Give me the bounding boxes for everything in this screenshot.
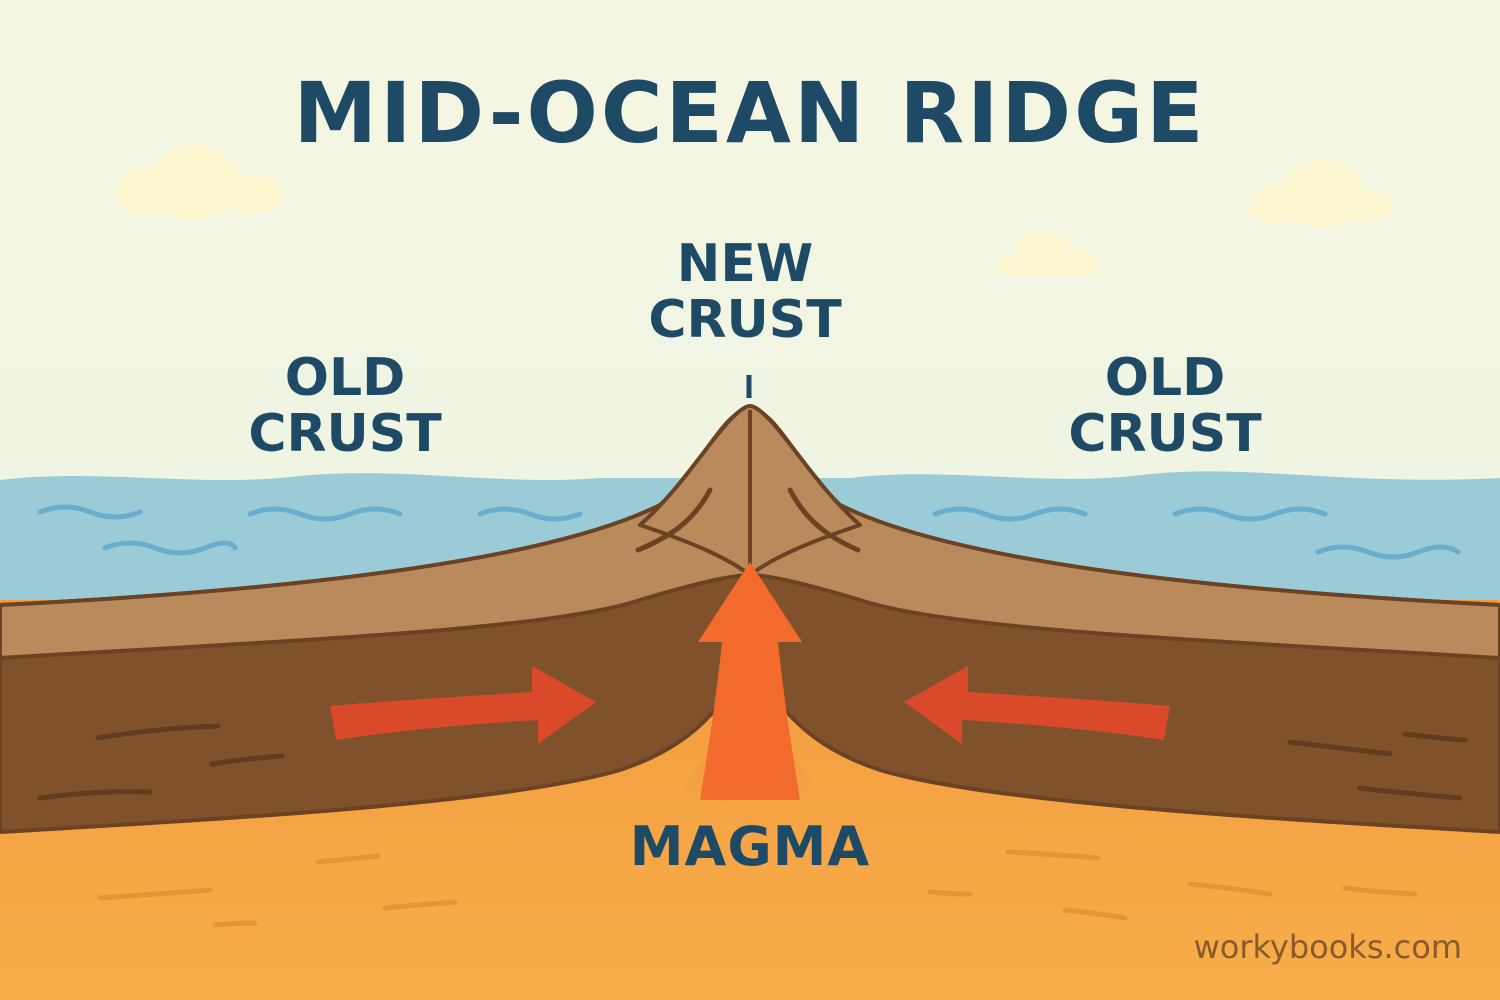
cloud-left xyxy=(116,144,284,220)
new-crust-label: NEW CRUST xyxy=(600,236,890,348)
old-crust-left-line2: CRUST xyxy=(248,404,442,465)
magma-streaks xyxy=(97,849,1418,928)
new-crust-label-line1: NEW xyxy=(676,234,814,294)
upwelling-arrow xyxy=(698,562,802,800)
magma-label: MAGMA xyxy=(629,815,871,878)
old-crust-left-line1: OLD xyxy=(284,348,406,408)
watermark: workybooks.com xyxy=(1193,928,1462,966)
old-crust-right-line1: OLD xyxy=(1104,348,1226,408)
convergence-arrow-left xyxy=(330,666,596,744)
cloud-right xyxy=(1248,160,1394,228)
ridge-highlights xyxy=(635,487,861,553)
new-crust-label-line2: CRUST xyxy=(648,290,842,351)
convergence-arrow-right xyxy=(904,666,1170,744)
old-crust-right-line2: CRUST xyxy=(1068,404,1262,465)
crust-streaks xyxy=(37,723,1468,801)
cloud-center xyxy=(996,232,1100,276)
diagram-title: MID-OCEAN RIDGE xyxy=(293,64,1207,162)
old-crust-left-label: OLD CRUST xyxy=(205,350,485,462)
old-crust-right-label: OLD CRUST xyxy=(1025,350,1305,462)
waves xyxy=(37,504,1461,560)
